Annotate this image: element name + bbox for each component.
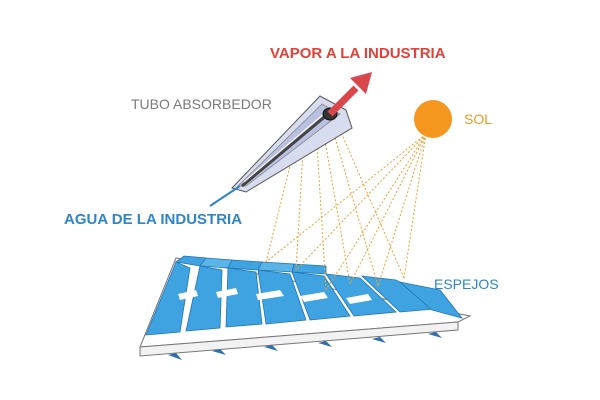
incident-ray — [377, 133, 427, 287]
label-espejos: ESPEJOS — [434, 276, 499, 292]
label-tubo-absorbedor: TUBO ABSORBEDOR — [131, 96, 272, 112]
reflected-ray — [315, 127, 327, 291]
support-foot — [168, 353, 182, 360]
incident-ray — [325, 133, 427, 291]
label-vapor: VAPOR A LA INDUSTRIA — [270, 45, 446, 62]
absorber-tube — [231, 95, 353, 193]
mirror-strip-back — [291, 263, 327, 275]
mirror-field — [139, 255, 472, 360]
mirror-strip-back — [257, 261, 295, 273]
mirror-highlight — [256, 290, 284, 300]
reflected-ray — [265, 141, 297, 263]
mirror-strip — [257, 269, 307, 325]
reflected-ray — [333, 115, 405, 279]
label-sol: SOL — [464, 111, 493, 127]
incident-ray — [349, 133, 427, 285]
water-inlet-line — [209, 185, 241, 207]
mirror-strip-back — [199, 257, 233, 269]
incident-ray — [403, 133, 427, 279]
mirror-strip — [325, 273, 397, 317]
reflected-ray — [329, 119, 379, 287]
support-foot — [372, 337, 386, 343]
sun-rays — [265, 115, 427, 291]
mirror-highlight — [216, 288, 238, 298]
mirror-strip-back — [227, 259, 263, 271]
support-foot — [264, 345, 278, 351]
mirror-strip — [185, 265, 223, 332]
mirror-highlight — [300, 292, 328, 302]
mirror-strip — [225, 267, 263, 328]
pipe-highlight — [243, 111, 327, 183]
label-agua: AGUA DE LA INDUSTRIA — [64, 211, 243, 228]
incident-ray — [295, 133, 427, 271]
mirror-strip — [398, 281, 464, 319]
mirror-highlight — [178, 290, 198, 300]
support-foot — [318, 341, 332, 347]
support-foot — [212, 349, 226, 355]
sun-icon — [414, 100, 452, 138]
pipe — [241, 112, 329, 188]
reflected-ray — [321, 123, 351, 285]
support-foot — [428, 332, 442, 338]
mirror-highlight — [346, 294, 372, 304]
mirror-strip — [145, 261, 191, 336]
mirror-base-edge — [139, 321, 459, 357]
vapor-arrow-icon — [327, 72, 372, 117]
